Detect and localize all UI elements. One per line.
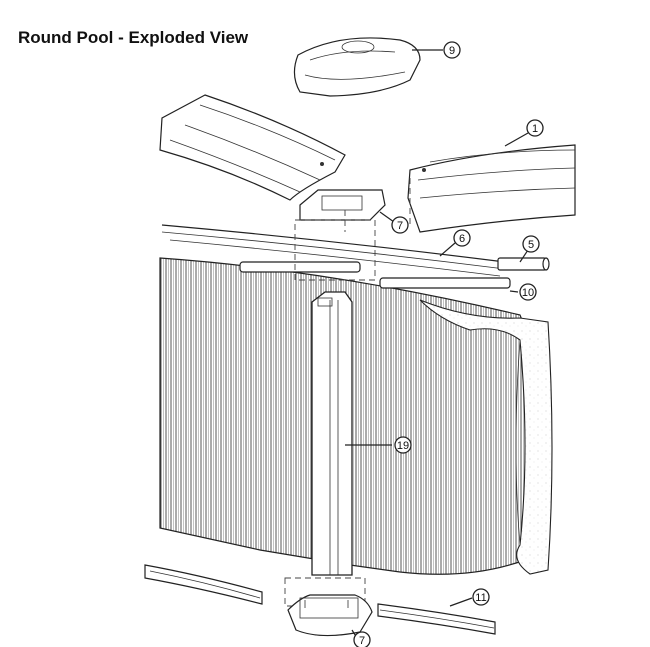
callout-2: 1 xyxy=(526,119,544,137)
callout-number: 7 xyxy=(397,220,403,232)
callout-circle xyxy=(353,631,371,647)
callout-number: 11 xyxy=(475,592,486,604)
callout-number: 6 xyxy=(459,233,465,245)
callout-circle xyxy=(472,588,490,606)
top-cap-part xyxy=(293,37,421,97)
leader-lines xyxy=(345,49,529,639)
callout-labels: 9 1 7 6 5 10 19 11 7 xyxy=(353,41,544,647)
callout-6: 10 xyxy=(519,283,537,301)
callout-number: 19 xyxy=(397,440,409,452)
callout-circle xyxy=(453,229,471,247)
guide-lines xyxy=(284,178,411,607)
top-rail-left xyxy=(159,94,346,201)
callout-circle xyxy=(526,119,544,137)
callout-circle xyxy=(391,216,409,234)
callout-circle xyxy=(519,283,537,301)
callout-number: 10 xyxy=(522,287,534,299)
top-plate-part xyxy=(299,189,386,232)
upright-post xyxy=(311,291,353,576)
callout-circle xyxy=(394,436,412,454)
callout-8: 11 xyxy=(472,588,490,606)
top-rail-right xyxy=(407,144,576,233)
callout-7: 19 xyxy=(394,436,412,454)
callout-1: 9 xyxy=(443,41,461,59)
callout-3: 7 xyxy=(391,216,409,234)
callout-5: 5 xyxy=(522,235,540,253)
callout-4: 6 xyxy=(453,229,471,247)
callout-circle xyxy=(522,235,540,253)
pool-liner xyxy=(419,299,553,575)
bottom-plate-part xyxy=(287,594,373,637)
callout-number: 7 xyxy=(359,635,365,647)
callout-9: 7 xyxy=(353,631,371,647)
diagram-title: Round Pool - Exploded View xyxy=(18,28,249,47)
callout-number: 9 xyxy=(449,45,455,57)
bottom-track-right xyxy=(377,603,496,635)
stabilizer-rails xyxy=(161,224,550,289)
callout-number: 5 xyxy=(528,239,534,251)
callout-number: 1 xyxy=(532,123,538,135)
bottom-track-left xyxy=(144,564,263,605)
callout-circle xyxy=(443,41,461,59)
